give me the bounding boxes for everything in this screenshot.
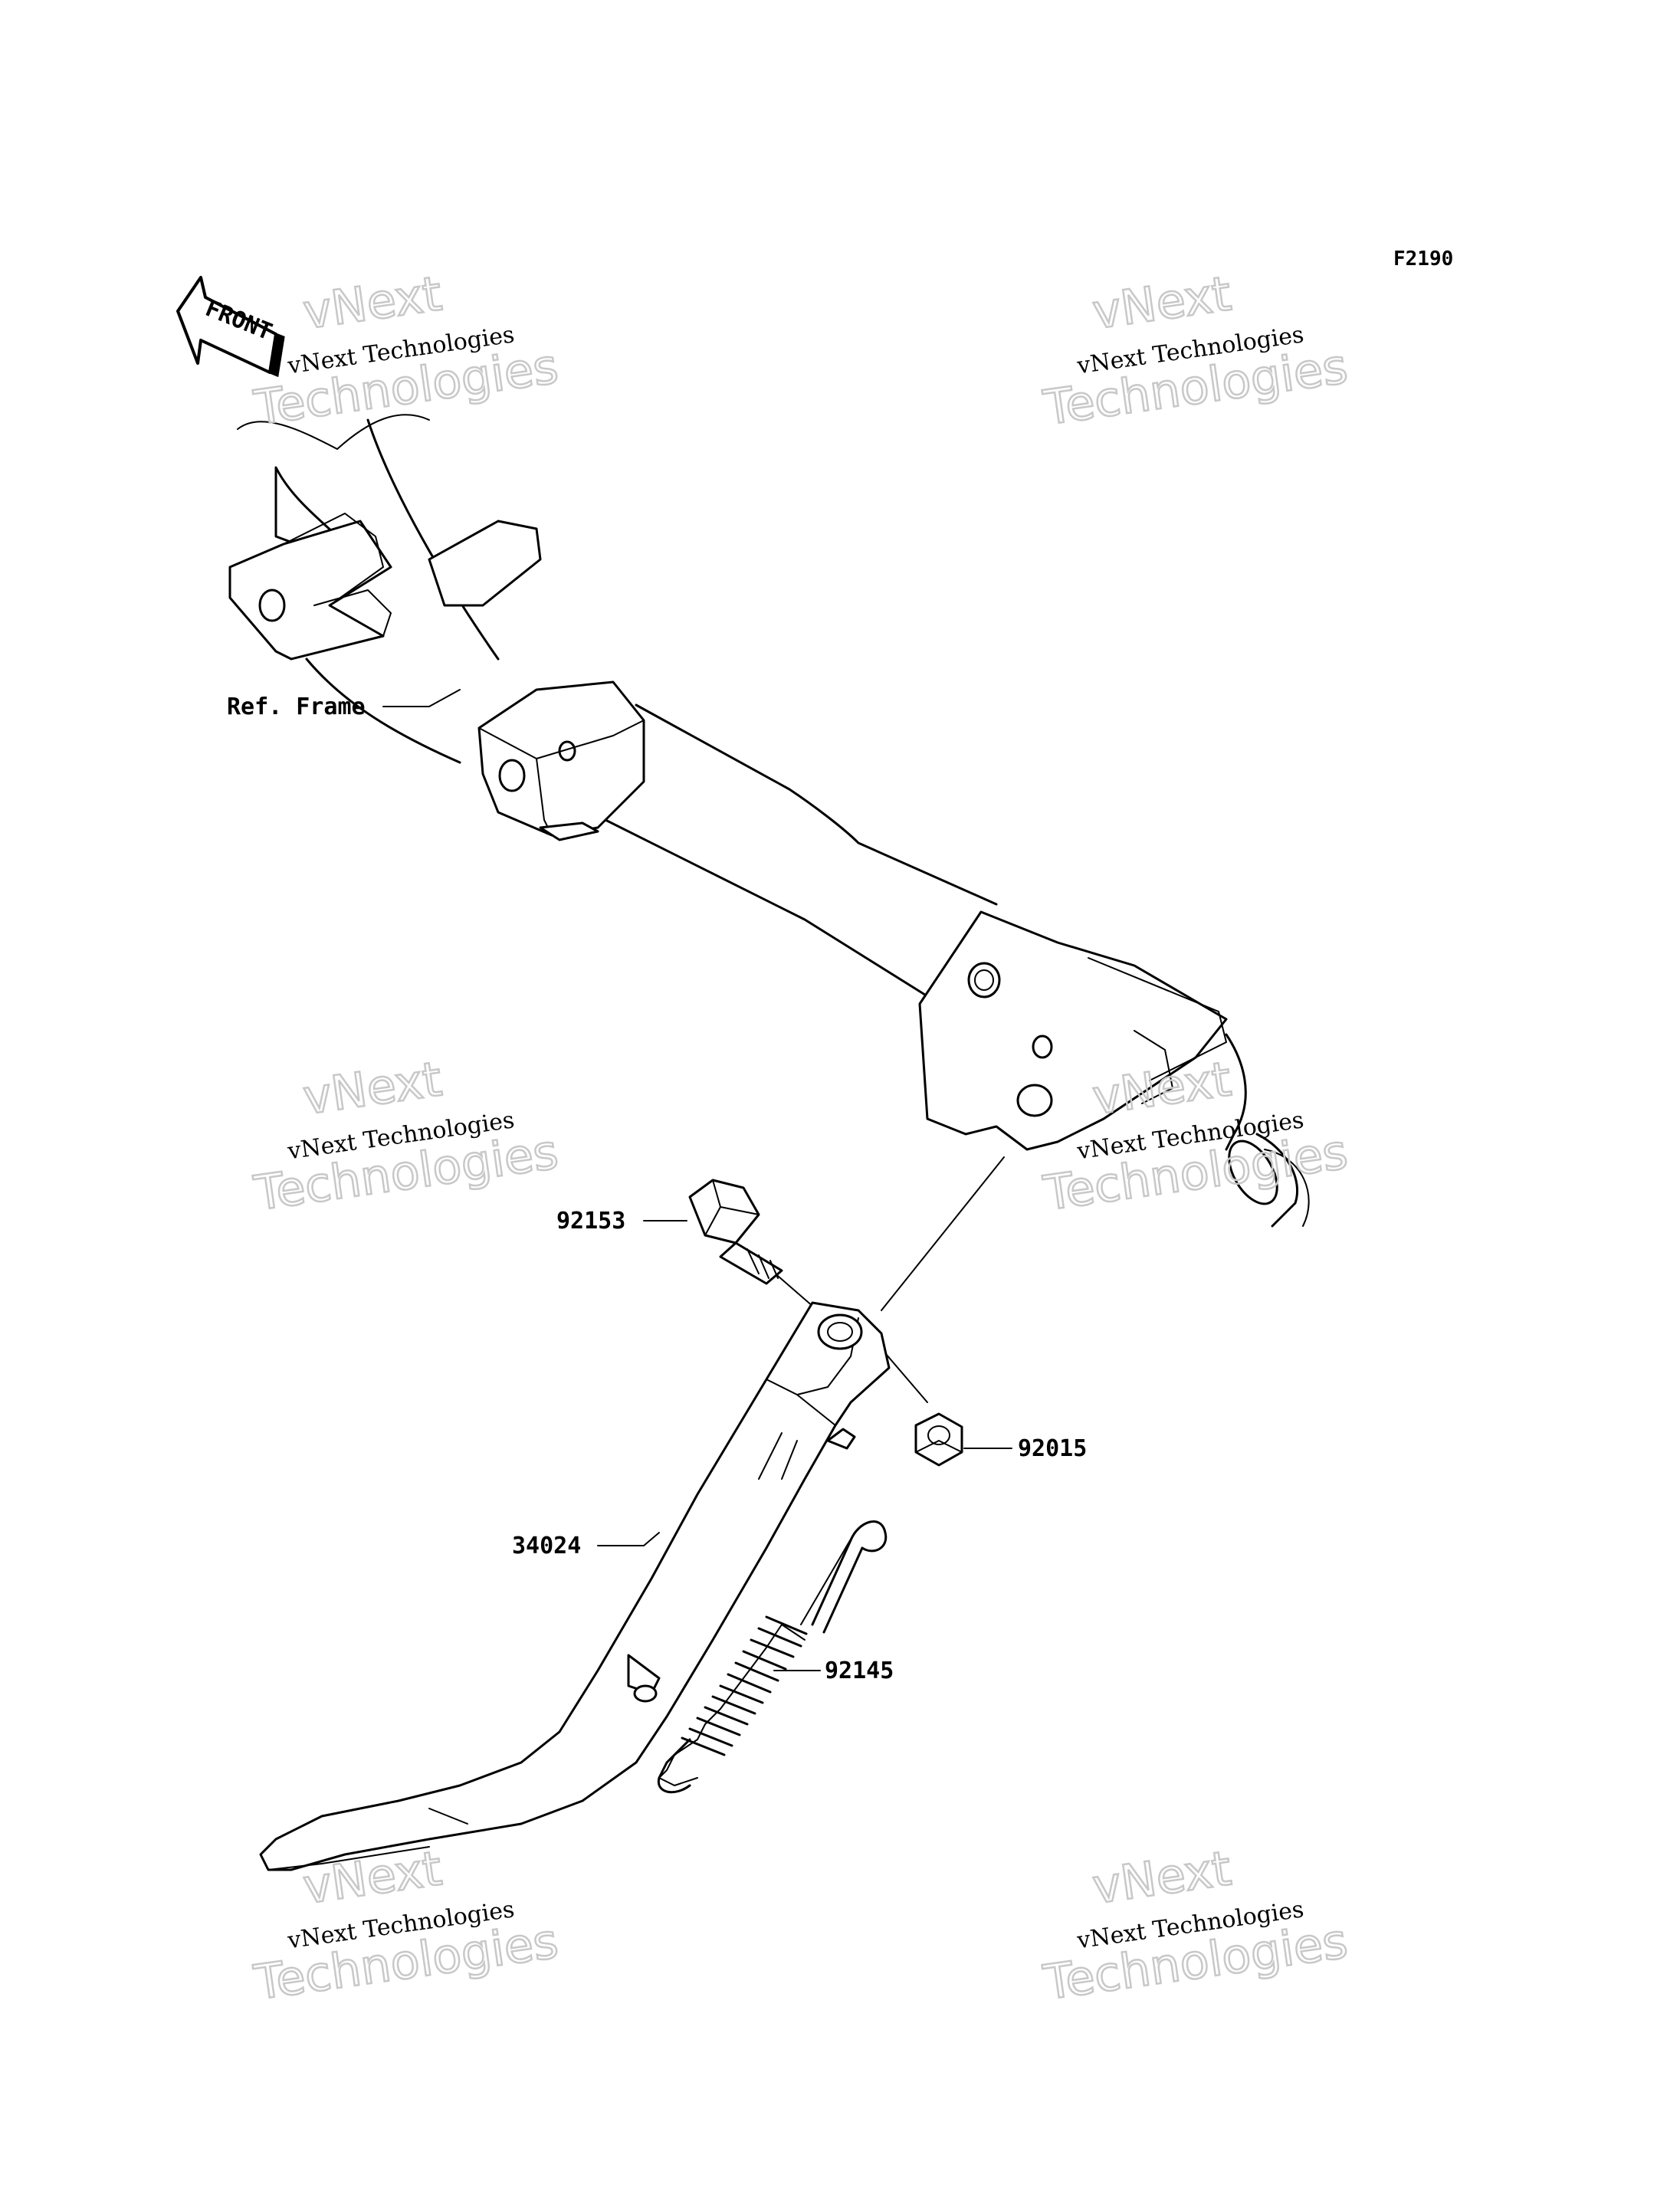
frame [228, 414, 1310, 1228]
svg-text:vNext: vNext [300, 265, 445, 339]
watermark-3: vNext vNext Technologies Technologies [250, 1050, 563, 1222]
assembly-line-nut [881, 1348, 928, 1403]
label-ref-frame: Ref. Frame [227, 694, 366, 720]
label-92145: 92145 [825, 1658, 894, 1684]
svg-text:vNext: vNext [1089, 1840, 1235, 1914]
label-92153: 92153 [556, 1208, 625, 1235]
watermark-2: vNext vNext Technologies Technologies [1039, 264, 1352, 437]
assembly-line-frame [881, 1156, 1005, 1311]
bolt-92153 [688, 1179, 783, 1285]
spring-92145 [657, 1520, 888, 1794]
svg-text:vNext: vNext [1089, 265, 1235, 339]
middle-bracket [477, 680, 645, 841]
lower-bracket [918, 910, 1228, 1151]
label-92015: 92015 [1018, 1435, 1087, 1462]
frame-end-tube [1225, 1033, 1310, 1228]
upper-bracket [228, 466, 542, 661]
leader-34024 [597, 1532, 660, 1546]
nut-92015 [914, 1412, 963, 1467]
watermark-1: vNext vNext Technologies Technologies [250, 264, 563, 437]
svg-text:vNext: vNext [300, 1051, 445, 1125]
front-arrow-icon: FRONT [176, 276, 285, 378]
leader-ref-frame [382, 689, 461, 707]
side-stand-34024 [259, 1301, 891, 1871]
watermark-6: vNext vNext Technologies Technologies [1039, 1839, 1352, 2012]
figure-code: F2190 [1393, 248, 1453, 271]
label-34024: 34024 [512, 1533, 581, 1559]
